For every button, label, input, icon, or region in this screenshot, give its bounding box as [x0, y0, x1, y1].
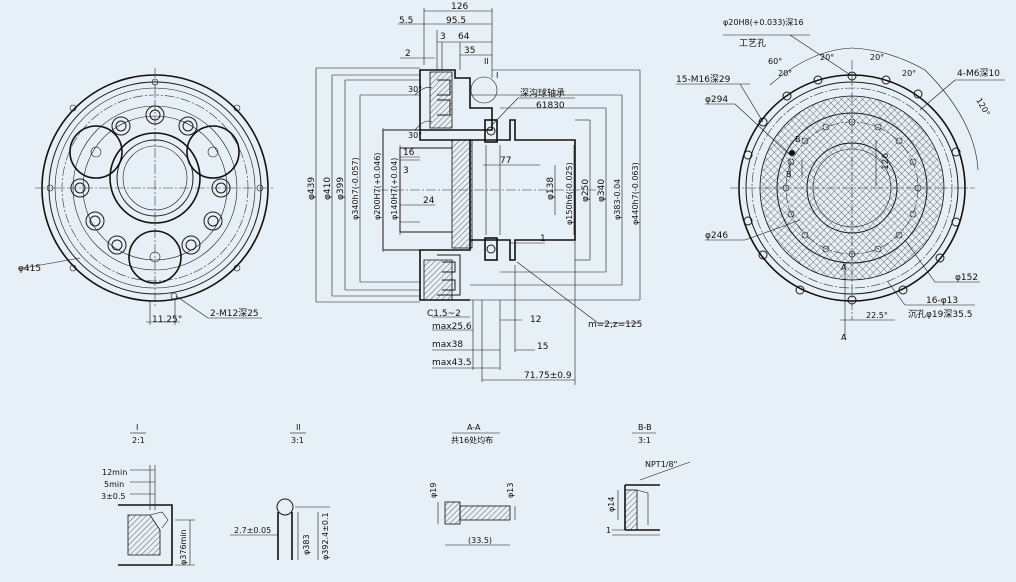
angle-20-d: 20° [902, 69, 916, 78]
dim-phi-140H7: φ140H7(+0.04) [390, 158, 399, 220]
detail-I-dim-12min: 12min [102, 468, 127, 477]
detail-BB-dim-1: 1 [606, 526, 611, 535]
dim-35: 35 [464, 46, 475, 56]
dim-3-inner: 3 [403, 166, 409, 176]
detail-AA-dim-13: φ13 [506, 483, 515, 498]
detail-I-dim-376: φ376min [179, 529, 188, 565]
dim-3: 3 [440, 32, 446, 42]
dim-phi-200H7: φ200H7(+0.046) [373, 153, 382, 221]
detail-AA-title: A-A [467, 423, 481, 432]
m16-holes-label: 15-M16深29 [676, 74, 731, 85]
dim-phi-138: φ138 [546, 177, 556, 200]
dim-15: 15 [537, 342, 548, 352]
dim-phi-383: φ383-0.04 [613, 179, 622, 220]
dim-phi-340h7: φ340h7(-0.057) [351, 157, 360, 220]
dia-246-label: φ246 [705, 231, 728, 241]
detail-II-dim-392: φ392.4±0.1 [321, 512, 330, 560]
dim-126-right: 126 [881, 153, 891, 170]
dim-16: 16 [403, 148, 415, 158]
dim-2: 2 [405, 49, 411, 59]
gear-spec-label: m=2,z=125 [588, 320, 642, 330]
process-hole-label: 工艺孔 [739, 38, 766, 49]
detail-I-dim-5min: 5min [104, 480, 124, 489]
dim-1: 1 [540, 234, 546, 244]
dim-phi-340: φ340 [597, 179, 607, 202]
angle-22-5: 22.5° [866, 311, 888, 320]
detail-BB-scale: 3:1 [638, 436, 651, 445]
dim-phi-150h6: φ150h6(-0.025) [565, 162, 574, 225]
section-view: 126 95.5 64 35 5.5 3 2 II I [307, 2, 642, 385]
angle-120: 120° [974, 97, 991, 118]
hole-20h8-label: φ20H8(+0.033)深16 [723, 18, 804, 27]
section-A-upper: A [841, 263, 847, 272]
angle-20-a: 20° [820, 53, 834, 62]
dim-phi-410: φ410 [323, 177, 333, 200]
dim-max43-5: max43.5 [432, 358, 472, 368]
dim-12: 12 [530, 315, 541, 325]
chamfer-label: C1.5~2 [427, 309, 461, 319]
dim-71-75: 71.75±0.9 [524, 371, 572, 381]
detail-views: I 2:1 12min 5min 3±0.5 φ376min II 3:1 2.… [101, 423, 691, 566]
angle-60: 60° [768, 57, 782, 66]
dim-phi-439: φ439 [307, 177, 317, 200]
detail-II-title: II [296, 423, 301, 432]
m12-hole-label: 2-M12深25 [210, 308, 259, 319]
dia-294-label: φ294 [705, 95, 728, 105]
m6-holes-label: 4-M6深10 [957, 68, 1000, 79]
dia-152-label: φ152 [955, 273, 978, 283]
angle-20-c: 20° [778, 69, 792, 78]
detail-AA-dim-33-5: (33.5) [468, 536, 492, 545]
detail-AA-scale: 共16处均布 [451, 435, 493, 445]
dim-64: 64 [458, 32, 470, 42]
dim-max38: max38 [432, 340, 463, 350]
dim-max25-6: max25.6 [432, 322, 472, 332]
detail-BB-dim-14: φ14 [607, 497, 616, 512]
angle-20-b: 20° [870, 53, 884, 62]
holes-16-label: 16-φ13 [926, 296, 958, 306]
dim-phi-399: φ399 [336, 177, 346, 200]
detail-II-dim-2-7: 2.7±0.05 [234, 526, 271, 535]
dim-77: 77 [500, 156, 511, 166]
counterbore-label: 沉孔φ19深35.5 [908, 309, 972, 320]
section-B-lower: B [786, 170, 792, 179]
dim-phi-250: φ250 [581, 179, 591, 202]
detail-II-dim-383: φ383 [302, 534, 311, 555]
detail-I-dim-3: 3±0.5 [101, 492, 126, 501]
left-view: φ415 2-M12深25 11.25° [17, 68, 275, 325]
detail-I-title: I [136, 423, 138, 432]
detail-AA-dim-19: φ19 [429, 483, 438, 498]
section-A-lower: A [841, 333, 847, 342]
detail-II-callout: II [484, 57, 489, 66]
detail-II-scale: 3:1 [291, 436, 304, 445]
angle-11-25-label: 11.25° [152, 315, 182, 325]
right-view: 60° 20° 20° 20° 120° 20° 22.5° φ20H8(+0.… [676, 18, 1005, 342]
dim-95-5: 95.5 [446, 16, 466, 26]
dia-415-label: φ415 [18, 264, 41, 274]
detail-BB-npt: NPT1/8" [645, 460, 677, 469]
detail-I-callout: I [496, 71, 498, 80]
dim-126: 126 [451, 2, 468, 12]
angle-30-lower: 30° [408, 131, 422, 140]
section-B-upper: B [795, 135, 801, 144]
detail-BB-title: B-B [638, 423, 652, 432]
detail-I-scale: 2:1 [132, 436, 145, 445]
bearing-type-label: 深沟球轴承 [520, 87, 565, 99]
bearing-code-label: 61830 [536, 101, 565, 111]
angle-30-upper: 30° [408, 85, 422, 94]
dim-5-5: 5.5 [399, 16, 413, 26]
dim-phi-440h7: φ440h7(-0.063) [631, 162, 640, 225]
dim-24: 24 [423, 196, 435, 206]
